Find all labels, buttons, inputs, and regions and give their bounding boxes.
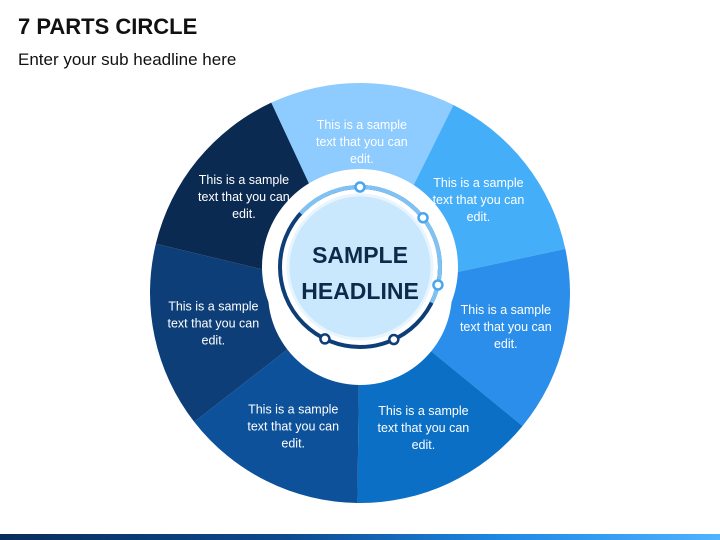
segment-5-text-line-2: text that you can: [247, 419, 339, 433]
ring-dot-4: [388, 333, 400, 346]
segment-2-text-line-1: This is a sample: [433, 176, 523, 190]
segment-4: [357, 351, 523, 503]
center-disc: [286, 193, 434, 341]
segment-1-text-line-2: text that you can: [316, 135, 408, 149]
ring-dot-3: [432, 279, 444, 291]
page-subtitle: Enter your sub headline here: [18, 50, 237, 69]
segment-1: [271, 82, 454, 211]
ring-dot-1: [354, 181, 366, 193]
segment-5-text-line-1: This is a sample: [248, 402, 338, 416]
segment-5-text-line-3: edit.: [281, 436, 305, 450]
segment-7-text-line-1: This is a sample: [199, 173, 289, 187]
segment-6-text-line-2: text that you can: [167, 317, 259, 331]
segment-1-text-line-3: edit.: [350, 152, 374, 166]
center-headline-line1: SAMPLE: [312, 242, 408, 268]
segment-1-text-line-1: This is a sample: [317, 118, 407, 132]
segment-6-text-line-1: This is a sample: [168, 300, 258, 314]
segment-4-text-line-3: edit.: [412, 438, 436, 452]
segment-3: [431, 248, 570, 426]
segment-3-text-line-1: This is a sample: [461, 303, 551, 317]
page-title: 7 PARTS CIRCLE: [18, 14, 198, 39]
segment-4-text-line-2: text that you can: [378, 421, 470, 435]
segment-7-text-line-2: text that you can: [198, 190, 290, 204]
ring-dot-2: [417, 211, 429, 224]
segment-6-text-line-3: edit.: [202, 334, 226, 348]
segment-7-text-line-3: edit.: [232, 207, 256, 221]
segment-5: [194, 349, 359, 503]
segment-3-text-line-2: text that you can: [460, 320, 552, 334]
segment-6: [149, 243, 288, 422]
segment-4-text-line-1: This is a sample: [378, 404, 468, 418]
segment-2-text-line-2: text that you can: [433, 193, 525, 207]
bottom-accent-bar: [0, 534, 720, 540]
segment-3-text-line-3: edit.: [494, 337, 518, 351]
center-headline-line2: HEADLINE: [301, 278, 419, 304]
segment-2-text-line-3: edit.: [467, 210, 491, 224]
ring-dot-5: [319, 333, 331, 345]
